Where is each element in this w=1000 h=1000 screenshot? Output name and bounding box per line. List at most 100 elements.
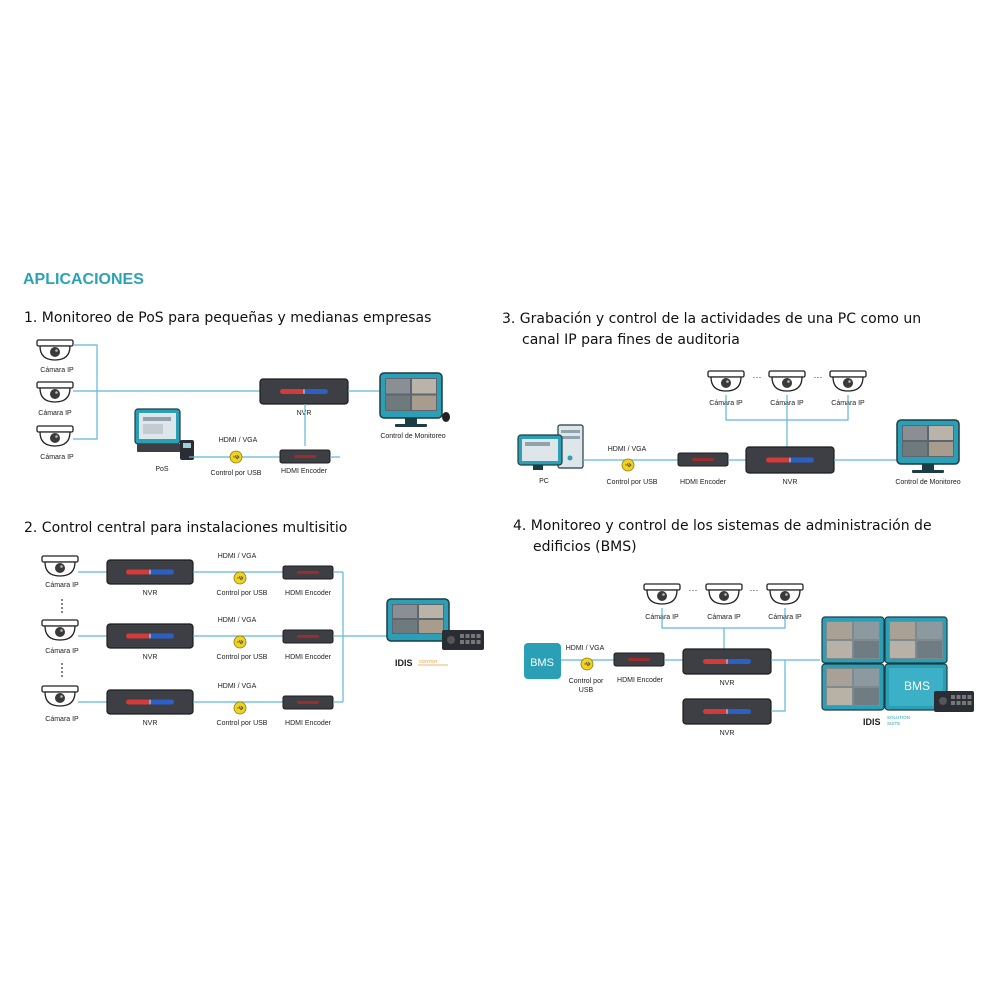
usb-label: Control por USB bbox=[211, 470, 262, 477]
usb-label: Control por USB bbox=[607, 479, 658, 486]
camera-label: Cámara IP bbox=[45, 716, 79, 723]
camera-icon bbox=[768, 370, 806, 392]
camera-icon bbox=[36, 425, 74, 447]
usb-icon bbox=[233, 571, 247, 585]
usb-icon bbox=[580, 657, 594, 671]
camera-icon bbox=[705, 583, 743, 605]
mouse-icon bbox=[442, 412, 450, 422]
section-3-title-line1: 3. Grabación y control de la actividades… bbox=[502, 311, 922, 327]
camera-icon bbox=[41, 555, 79, 577]
nvr-label: NVR bbox=[143, 654, 158, 661]
camera-icon bbox=[41, 685, 79, 707]
camera-label: Cámara IP bbox=[40, 454, 74, 461]
camera-label: Cámara IP bbox=[707, 614, 741, 621]
camera-icon bbox=[41, 619, 79, 641]
pc-icon bbox=[517, 424, 584, 470]
monitor-icon bbox=[896, 419, 960, 473]
section-1-title: 1. Monitoreo de PoS para pequeñas y medi… bbox=[24, 310, 432, 326]
hdmi-vga-label: HDMI / VGA bbox=[218, 683, 257, 690]
nvr-label: NVR bbox=[143, 720, 158, 727]
ellipsis-dot bbox=[61, 607, 63, 609]
ellipsis-text: ··· bbox=[689, 585, 698, 595]
nvr-label: NVR bbox=[143, 590, 158, 597]
hdmi-encoder-icon bbox=[279, 449, 331, 464]
camera-icon bbox=[36, 339, 74, 361]
ellipsis-dot bbox=[61, 671, 63, 673]
pos-label: PoS bbox=[155, 466, 169, 473]
camera-label: Cámara IP bbox=[45, 648, 79, 655]
ellipsis-text: ··· bbox=[750, 585, 759, 595]
camera-icon bbox=[707, 370, 745, 392]
network-line bbox=[73, 344, 98, 440]
hdmi-encoder-label: HDMI Encoder bbox=[680, 479, 727, 486]
ellipsis-dot bbox=[61, 663, 63, 665]
nvr-device-icon bbox=[259, 378, 349, 405]
network-line bbox=[771, 660, 786, 712]
usb-label: Control por bbox=[569, 678, 604, 685]
ptz-keyboard-icon bbox=[442, 630, 484, 650]
monitor-icon bbox=[379, 372, 443, 427]
ellipsis-dot bbox=[61, 599, 63, 601]
ptz-keyboard-icon bbox=[934, 691, 974, 712]
hdmi-vga-label: HDMI / VGA bbox=[219, 437, 258, 444]
nvr-device-icon bbox=[106, 623, 194, 649]
usb-label: Control por USB bbox=[217, 654, 268, 661]
nvr-label: NVR bbox=[720, 680, 735, 687]
camera-icon bbox=[766, 583, 804, 605]
ellipsis-text: ··· bbox=[753, 372, 762, 382]
video-wall-icon bbox=[821, 616, 948, 711]
ellipsis-dot bbox=[61, 603, 63, 605]
bms-screen-label: BMS bbox=[904, 679, 930, 693]
page-heading: APLICACIONES bbox=[23, 271, 144, 288]
hdmi-vga-label: HDMI / VGA bbox=[218, 617, 257, 624]
hdmi-vga-label: HDMI / VGA bbox=[566, 645, 605, 652]
ellipsis-text: ··· bbox=[814, 372, 823, 382]
camera-label: Cámara IP bbox=[45, 582, 79, 589]
nvr-label: NVR bbox=[720, 730, 735, 737]
hdmi-encoder-label: HDMI Encoder bbox=[285, 590, 332, 597]
nvr-device-icon bbox=[682, 698, 772, 725]
usb-label: Control por USB bbox=[217, 720, 268, 727]
idis-suite-logo-text: SUITE bbox=[887, 721, 900, 726]
section-4-title-line2: edificios (BMS) bbox=[533, 539, 637, 555]
hdmi-encoder-icon bbox=[677, 452, 729, 467]
hdmi-encoder-label: HDMI Encoder bbox=[285, 654, 332, 661]
hdmi-encoder-label: HDMI Encoder bbox=[617, 677, 664, 684]
section-4-title-line1: 4. Monitoreo y control de los sistemas d… bbox=[513, 518, 932, 534]
camera-label: Cámara IP bbox=[38, 410, 72, 417]
nvr-device-icon bbox=[106, 689, 194, 715]
nvr-device-icon bbox=[745, 446, 835, 474]
section-2-title: 2. Control central para instalaciones mu… bbox=[24, 520, 348, 536]
hdmi-encoder-icon bbox=[613, 652, 665, 667]
monitor-icon bbox=[386, 598, 450, 642]
nvr-label: NVR bbox=[297, 410, 312, 417]
hdmi-vga-label: HDMI / VGA bbox=[608, 446, 647, 453]
idis-logo-text: IDIS bbox=[395, 658, 413, 668]
usb-label: USB bbox=[579, 687, 594, 694]
ellipsis-dot bbox=[61, 667, 63, 669]
pc-label: PC bbox=[539, 478, 549, 485]
usb-label: Control por USB bbox=[217, 590, 268, 597]
nvr-device-icon bbox=[106, 559, 194, 585]
camera-icon bbox=[643, 583, 681, 605]
section-3-title-line2: canal IP para fines de auditoria bbox=[522, 332, 740, 348]
usb-icon bbox=[229, 450, 243, 464]
pos-terminal-icon bbox=[134, 408, 194, 460]
hdmi-encoder-label: HDMI Encoder bbox=[285, 720, 332, 727]
ellipsis-dot bbox=[61, 611, 63, 613]
idis-logo-text: IDIS bbox=[863, 717, 881, 727]
monitor-label: Control de Monitoreo bbox=[380, 433, 445, 440]
hdmi-encoder-icon bbox=[282, 695, 334, 710]
hdmi-encoder-label: HDMI Encoder bbox=[281, 468, 328, 475]
nvr-label: NVR bbox=[783, 479, 798, 486]
idis-center-logo-text: CENTER bbox=[419, 659, 438, 664]
hdmi-encoder-icon bbox=[282, 629, 334, 644]
camera-label: Cámara IP bbox=[40, 367, 74, 374]
bms-label: BMS bbox=[530, 657, 554, 669]
monitor-label: Control de Monitoreo bbox=[895, 479, 960, 486]
camera-icon bbox=[829, 370, 867, 392]
idis-solution-logo-text: SOLUTION bbox=[887, 715, 910, 720]
nvr-device-icon bbox=[682, 648, 772, 675]
usb-icon bbox=[233, 701, 247, 715]
